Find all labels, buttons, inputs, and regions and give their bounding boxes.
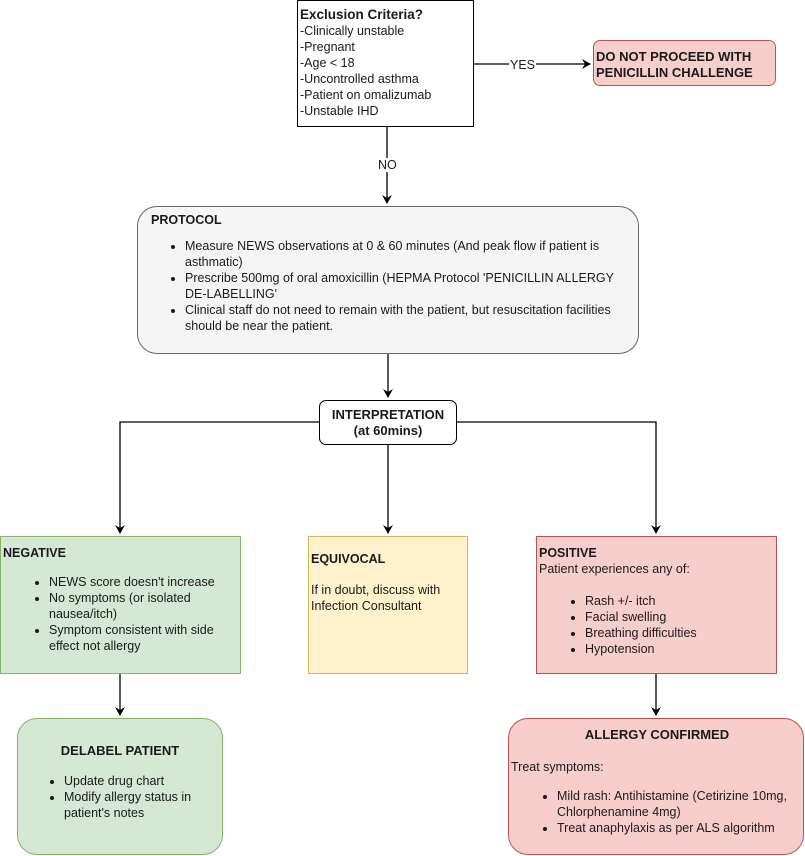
- exclusion-item: -Patient on omalizumab: [300, 88, 432, 102]
- protocol-title: PROTOCOL: [151, 213, 222, 227]
- protocol-node: PROTOCOL Measure NEWS observations at 0 …: [137, 206, 639, 354]
- edge-label-yes: YES: [509, 58, 537, 72]
- equivocal-title: EQUIVOCAL: [311, 552, 386, 566]
- delabel-patient-node: DELABEL PATIENT Update drug chart Modify…: [17, 718, 223, 855]
- exclusion-title: Exclusion Criteria?: [300, 7, 424, 22]
- negative-node: NEGATIVE NEWS score doesn't increase No …: [0, 536, 241, 674]
- protocol-item: Clinical staff do not need to remain wit…: [185, 302, 638, 334]
- interpretation-node: INTERPRETATION (at 60mins): [319, 400, 457, 445]
- positive-item: Facial swelling: [585, 609, 776, 625]
- equivocal-node: EQUIVOCAL If in doubt, discuss with Infe…: [308, 536, 468, 674]
- confirmed-subtitle: Treat symptoms:: [511, 760, 604, 774]
- exclusion-item: -Uncontrolled asthma: [300, 72, 419, 86]
- negative-title: NEGATIVE: [3, 546, 66, 560]
- interpretation-line-1: INTERPRETATION: [331, 407, 445, 422]
- negative-item: NEWS score doesn't increase: [49, 574, 240, 590]
- exclusion-item: -Age < 18: [300, 56, 355, 70]
- confirmed-title: ALLERGY CONFIRMED: [584, 727, 730, 742]
- equivocal-text: If in doubt, discuss with Infection Cons…: [311, 583, 441, 613]
- negative-list: NEWS score doesn't increase No symptoms …: [3, 574, 240, 654]
- exclusion-criteria-node: Exclusion Criteria? -Clinically unstable…: [297, 0, 474, 127]
- positive-item: Hypotension: [585, 641, 776, 657]
- allergy-confirmed-node: ALLERGY CONFIRMED Treat symptoms: Mild r…: [508, 718, 804, 855]
- positive-list: Rash +/- itch Facial swelling Breathing …: [539, 593, 776, 657]
- confirmed-item: Treat anaphylaxis as per ALS algorithm: [557, 820, 803, 836]
- edge-label-no: NO: [377, 158, 398, 172]
- positive-node: POSITIVE Patient experiences any of: Ras…: [536, 536, 777, 674]
- stop-line-2: PENICILLIN CHALLENGE: [596, 65, 753, 80]
- positive-item: Breathing difficulties: [585, 625, 776, 641]
- exclusion-item: -Unstable IHD: [300, 104, 379, 118]
- positive-title: POSITIVE: [539, 546, 597, 560]
- negative-item: No symptoms (or isolated nausea/itch): [49, 590, 240, 622]
- protocol-list: Measure NEWS observations at 0 & 60 minu…: [151, 238, 638, 334]
- delabel-item: Modify allergy status in patient's notes: [64, 789, 222, 821]
- exclusion-item: -Pregnant: [300, 40, 355, 54]
- delabel-title: DELABEL PATIENT: [60, 743, 180, 758]
- negative-item: Symptom consistent with side effect not …: [49, 622, 240, 654]
- stop-line-1: DO NOT PROCEED WITH: [596, 49, 752, 64]
- protocol-item: Measure NEWS observations at 0 & 60 minu…: [185, 238, 638, 270]
- edge-interpretation-to-negative: [115, 421, 319, 534]
- edge-interpretation-to-positive: [457, 421, 661, 534]
- do-not-proceed-node: DO NOT PROCEED WITH PENICILLIN CHALLENGE: [593, 40, 776, 86]
- protocol-item: Prescribe 500mg of oral amoxicillin (HEP…: [185, 270, 638, 302]
- positive-subtitle: Patient experiences any of:: [539, 562, 690, 576]
- delabel-item: Update drug chart: [64, 773, 222, 789]
- interpretation-line-2: (at 60mins): [353, 423, 423, 438]
- delabel-list: Update drug chart Modify allergy status …: [18, 773, 222, 821]
- exclusion-item: -Clinically unstable: [300, 24, 405, 38]
- confirmed-item: Mild rash: Antihistamine (Cetirizine 10m…: [557, 788, 803, 820]
- confirmed-list: Mild rash: Antihistamine (Cetirizine 10m…: [511, 788, 803, 836]
- positive-item: Rash +/- itch: [585, 593, 776, 609]
